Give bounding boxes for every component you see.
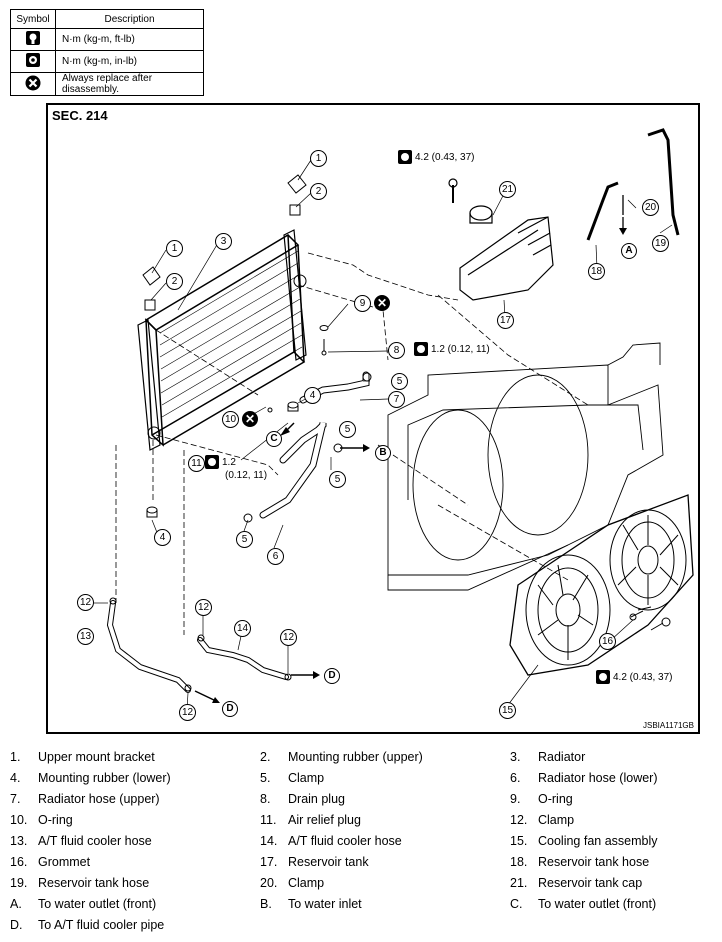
legend-row-description: Always replace after disassembly.	[55, 72, 204, 96]
torque-wrench-icon	[26, 31, 40, 45]
callout-12: 12	[179, 704, 196, 721]
section-label: SEC. 214	[52, 108, 108, 123]
callout-16: 16	[599, 633, 616, 650]
list-item: 9.O-ring	[510, 792, 573, 806]
torque-wrench-icon	[596, 670, 610, 684]
reservoir-hose-18-drawing	[586, 181, 619, 241]
symbol-legend: Symbol Description N·m (kg-m, ft-lb) N·m…	[10, 9, 204, 96]
list-item: 15.Cooling fan assembly	[510, 834, 658, 848]
callout-20: 20	[642, 199, 659, 216]
list-item: 14.A/T fluid cooler hose	[260, 834, 402, 848]
list-item: B.To water inlet	[260, 897, 362, 911]
torque-spec-fan-bolt: 4.2 (0.43, 37)	[596, 670, 672, 684]
replace-cross-icon	[25, 75, 41, 90]
list-item: 3.Radiator	[510, 750, 586, 764]
callout-5: 5	[391, 373, 408, 390]
legend-row-description: N·m (kg-m, ft-lb)	[55, 28, 204, 51]
callout-18: 18	[588, 263, 605, 280]
callout-8: 8	[388, 342, 405, 359]
radiator-drawing	[137, 229, 307, 451]
torque-wrench-small-icon	[26, 53, 40, 67]
reservoir-tank-drawing	[448, 178, 554, 301]
torque-spec-drain-plug: 1.2 (0.12, 11)	[414, 342, 490, 356]
callout-19: 19	[652, 235, 669, 252]
torque-wrench-small-icon	[205, 455, 219, 469]
callout-3: 3	[215, 233, 232, 250]
list-item: 4.Mounting rubber (lower)	[10, 771, 171, 785]
callout-6: 6	[267, 548, 284, 565]
diagram-drawing	[93, 128, 694, 710]
list-item: 6.Radiator hose (lower)	[510, 771, 658, 785]
list-item: 19.Reservoir tank hose	[10, 876, 150, 890]
shroud-frame-drawing	[387, 342, 664, 591]
list-item: 5.Clamp	[260, 771, 325, 785]
list-item: 17.Reservoir tank	[260, 855, 369, 869]
callout-2: 2	[310, 183, 327, 200]
callout-9: 9	[354, 295, 371, 312]
marker-d: D	[222, 701, 238, 717]
list-item: A.To water outlet (front)	[10, 897, 157, 911]
list-item: 10.O-ring	[10, 813, 73, 827]
list-item: 13.A/T fluid cooler hose	[10, 834, 152, 848]
callout-12: 12	[280, 629, 297, 646]
callout-1: 1	[310, 150, 327, 167]
replace-cross-icon: ✕	[242, 411, 258, 427]
list-item: D.To A/T fluid cooler pipe	[10, 918, 165, 932]
callout-21: 21	[499, 181, 516, 198]
torque-spec-air-relief: 1.2	[205, 455, 236, 469]
marker-b: B	[375, 445, 391, 461]
list-item: 12.Clamp	[510, 813, 575, 827]
callout-10: 10	[222, 411, 239, 428]
figure-code: JSBIA1171GB	[643, 721, 694, 730]
callout-17: 17	[497, 312, 514, 329]
legend-row-description: N·m (kg-m, in-lb)	[55, 50, 204, 73]
list-item: 7.Radiator hose (upper)	[10, 792, 160, 806]
callout-14: 14	[234, 620, 251, 637]
list-item: 1.Upper mount bracket	[10, 750, 155, 764]
fan-assembly-drawing	[509, 494, 694, 676]
marker-a: A	[621, 243, 637, 259]
callout-13: 13	[77, 628, 94, 645]
list-item: 11.Air relief plug	[260, 813, 361, 827]
list-item: 8.Drain plug	[260, 792, 345, 806]
marker-d: D	[324, 668, 340, 684]
marker-c: C	[266, 431, 282, 447]
callout-11: 11	[188, 455, 205, 472]
torque-spec-air-relief-value: (0.12, 11)	[225, 470, 268, 481]
exploded-diagram: SEC. 214	[46, 103, 700, 734]
callout-7: 7	[388, 391, 405, 408]
torque-spec-tank-bolt: 4.2 (0.43, 37)	[398, 150, 474, 164]
list-item: 2.Mounting rubber (upper)	[260, 750, 423, 764]
callout-12: 12	[77, 594, 94, 611]
callout-5: 5	[236, 531, 253, 548]
callout-5: 5	[329, 471, 346, 488]
replace-cross-icon: ✕	[374, 295, 390, 311]
list-item: 21.Reservoir tank cap	[510, 876, 643, 890]
callout-2: 2	[166, 273, 183, 290]
list-item: 18.Reservoir tank hose	[510, 855, 650, 869]
list-item: 16.Grommet	[10, 855, 91, 869]
list-item: 20.Clamp	[260, 876, 325, 890]
callout-15: 15	[499, 702, 516, 719]
reservoir-hose-19-drawing	[647, 128, 680, 236]
legend-header-description: Description	[55, 9, 204, 29]
callout-4: 4	[304, 387, 321, 404]
legend-header-symbol: Symbol	[10, 9, 56, 29]
callout-1: 1	[166, 240, 183, 257]
torque-wrench-small-icon	[414, 342, 428, 356]
callout-12: 12	[195, 599, 212, 616]
callout-5: 5	[339, 421, 356, 438]
list-item: C.To water outlet (front)	[510, 897, 657, 911]
torque-wrench-icon	[398, 150, 412, 164]
callout-4: 4	[154, 529, 171, 546]
